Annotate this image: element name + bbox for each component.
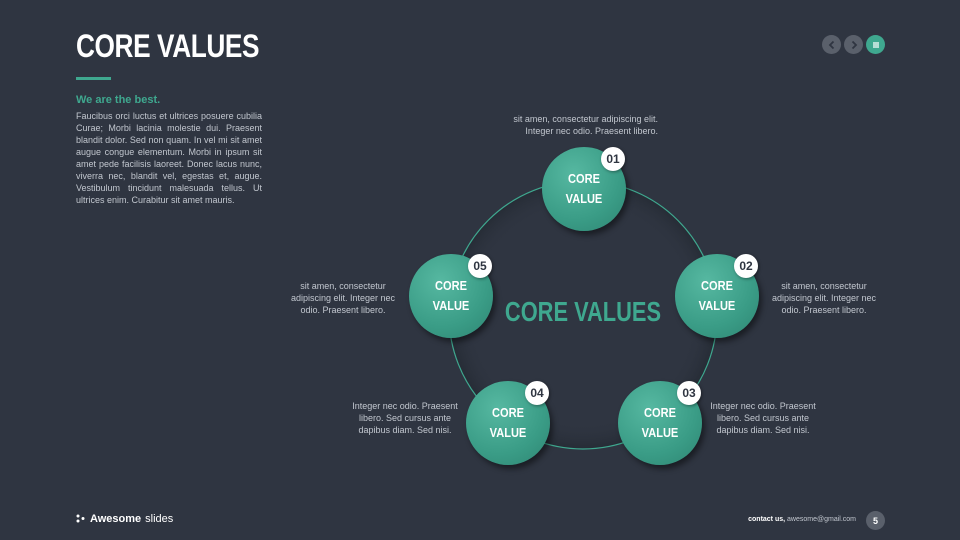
intro-paragraph: Faucibus orci luctus et ultrices posuere… [76, 111, 262, 205]
node-number-badge-5: 05 [468, 254, 492, 278]
node-number-badge-3: 03 [677, 381, 701, 405]
brand-dots-icon [76, 514, 85, 523]
node-caption-1: sit amen, consectetur adipiscing elit. I… [513, 114, 658, 136]
node-number-badge-1: 01 [601, 147, 625, 171]
diagram-center-title: CORE VALUES [504, 296, 662, 327]
footer-contact: contact us, awesome@gmail.com [720, 516, 856, 523]
slide-title: CORE VALUES [76, 28, 260, 64]
node-number-badge-4: 04 [525, 381, 549, 405]
contact-email[interactable]: awesome@gmail.com [787, 516, 856, 523]
brand-name-light: slides [145, 513, 174, 525]
node-caption-4: Integer nec odio. Praesent libero. Sed c… [352, 401, 458, 435]
node-number-badge-2: 02 [734, 254, 758, 278]
brand-name-bold: Awesome [90, 513, 142, 525]
node-caption-5: sit amen, consectetur adipiscing elit. I… [290, 281, 396, 315]
slide-navigation [822, 35, 885, 54]
contact-label: contact us, [748, 516, 786, 523]
slide-subtitle: We are the best. [76, 94, 161, 106]
node-caption-2: sit amen, consectetur adipiscing elit. I… [771, 281, 877, 315]
chevron-right-icon[interactable] [844, 35, 863, 54]
menu-icon[interactable] [866, 35, 885, 54]
page-number-badge: 5 [866, 511, 885, 530]
node-caption-3: Integer nec odio. Praesent libero. Sed c… [710, 401, 816, 435]
chevron-left-icon[interactable] [822, 35, 841, 54]
title-underline [76, 77, 111, 80]
